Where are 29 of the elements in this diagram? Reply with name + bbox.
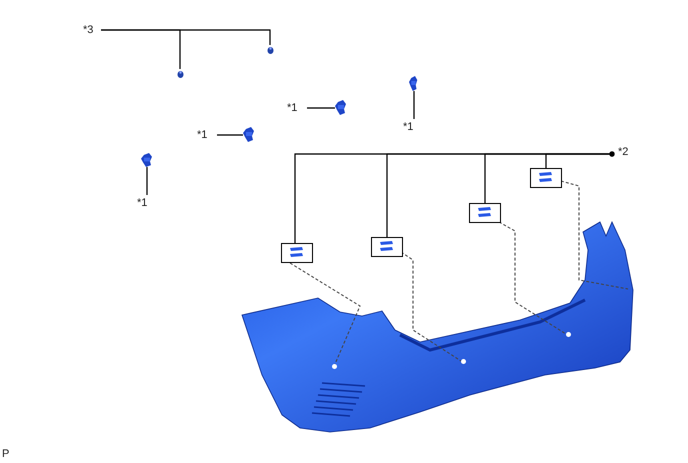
leader-line (217, 134, 243, 136)
attachment-point (461, 359, 466, 364)
clip-drawing (243, 127, 255, 142)
leader-line (413, 91, 415, 119)
detail-inset (530, 168, 562, 188)
attachment-point (332, 364, 337, 369)
detail-inset (281, 243, 313, 263)
clip-drawing (335, 100, 347, 115)
leader-line (101, 29, 271, 45)
leader-line (498, 222, 566, 334)
attachment-point (566, 332, 571, 337)
figure-code: P (2, 448, 10, 460)
detail-inset (371, 237, 403, 257)
leader-line (290, 262, 361, 364)
leader-line (545, 151, 615, 168)
callout-number: *1 (197, 129, 208, 141)
leader-line (307, 107, 335, 109)
callout-number: *1 (137, 197, 148, 209)
clip-drawing (177, 69, 184, 78)
leader-line (146, 167, 148, 195)
leader-line (560, 180, 628, 290)
clip-drawing (267, 45, 274, 54)
callout-number: *1 (287, 102, 298, 114)
callout-number: *1 (403, 121, 414, 133)
clip-drawing (409, 76, 418, 91)
detail-inset (469, 203, 501, 223)
clip-drawing (141, 153, 153, 167)
callout-number: *3 (83, 24, 94, 36)
callout-number: *2 (618, 146, 628, 158)
